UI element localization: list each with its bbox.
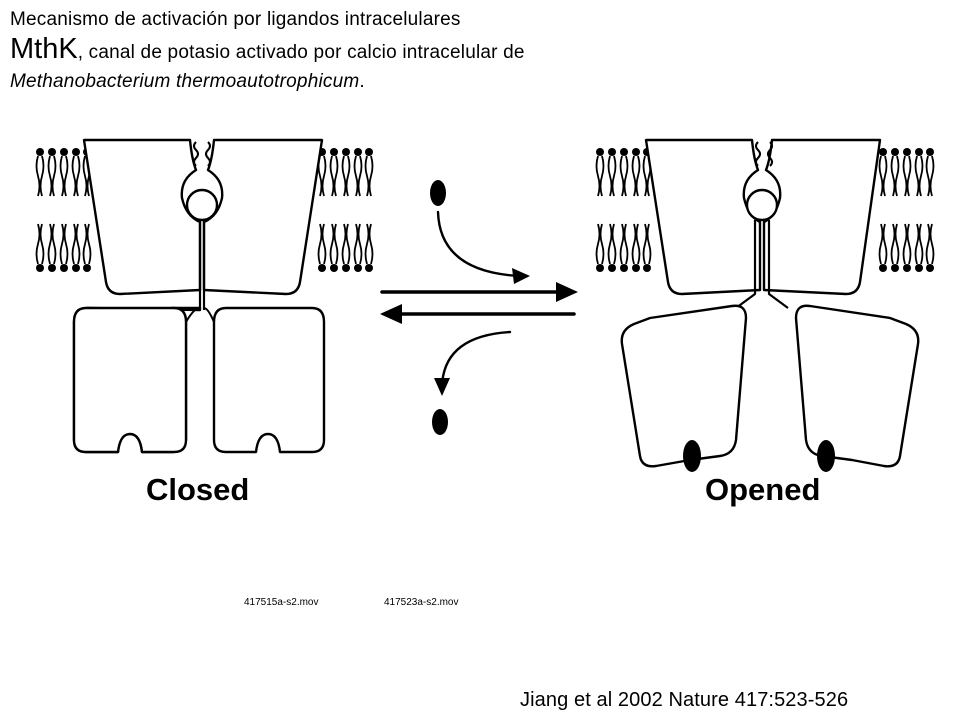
transition-arrows	[380, 180, 578, 435]
bound-calcium-right	[817, 440, 835, 472]
opened-channel: Opened	[596, 138, 934, 507]
protein-description: , canal de potasio activado por calcio i…	[77, 42, 525, 63]
slide-header: Mecanismo de activación por ligandos int…	[10, 6, 910, 95]
citation: Jiang et al 2002 Nature 417:523-526	[520, 689, 849, 711]
species-name: Methanobacterium thermoautotrophicum	[10, 71, 360, 92]
species-line: Methanobacterium thermoautotrophicum.	[10, 69, 910, 95]
opened-transmembrane-domain	[644, 138, 882, 309]
closed-channel: Closed	[36, 138, 373, 507]
calcium-ion-incoming	[430, 180, 446, 206]
opened-gating-ring	[620, 304, 920, 468]
opened-right-membrane-lipids	[879, 148, 934, 272]
closed-left-membrane-lipids	[36, 148, 91, 272]
reverse-arrow-head	[380, 304, 402, 324]
slide-title: Mecanismo de activación por ligandos int…	[10, 9, 461, 30]
calcium-ion-released	[432, 409, 448, 435]
closed-gating-ring	[72, 306, 326, 454]
release-arrow-curve	[440, 330, 512, 388]
species-suffix: .	[359, 71, 365, 92]
opened-label: Opened	[705, 472, 820, 507]
protein-name: MthK	[10, 33, 78, 65]
closed-transmembrane-domain	[82, 138, 324, 310]
opened-left-membrane-lipids	[596, 148, 651, 272]
slide-subtitle: MthK, canal de potasio activado por calc…	[10, 34, 910, 69]
binding-arrow-curve	[436, 210, 522, 278]
movie-link-2[interactable]: 417523a-s2.mov	[384, 597, 459, 608]
movie-link-1[interactable]: 417515a-s2.mov	[244, 597, 319, 608]
closed-right-membrane-lipids	[318, 148, 373, 272]
closed-label: Closed	[146, 472, 249, 507]
forward-arrow-head	[556, 282, 578, 302]
release-arrow-head	[434, 378, 450, 396]
bound-calcium-left	[683, 440, 701, 472]
binding-arrow-head	[512, 268, 530, 284]
